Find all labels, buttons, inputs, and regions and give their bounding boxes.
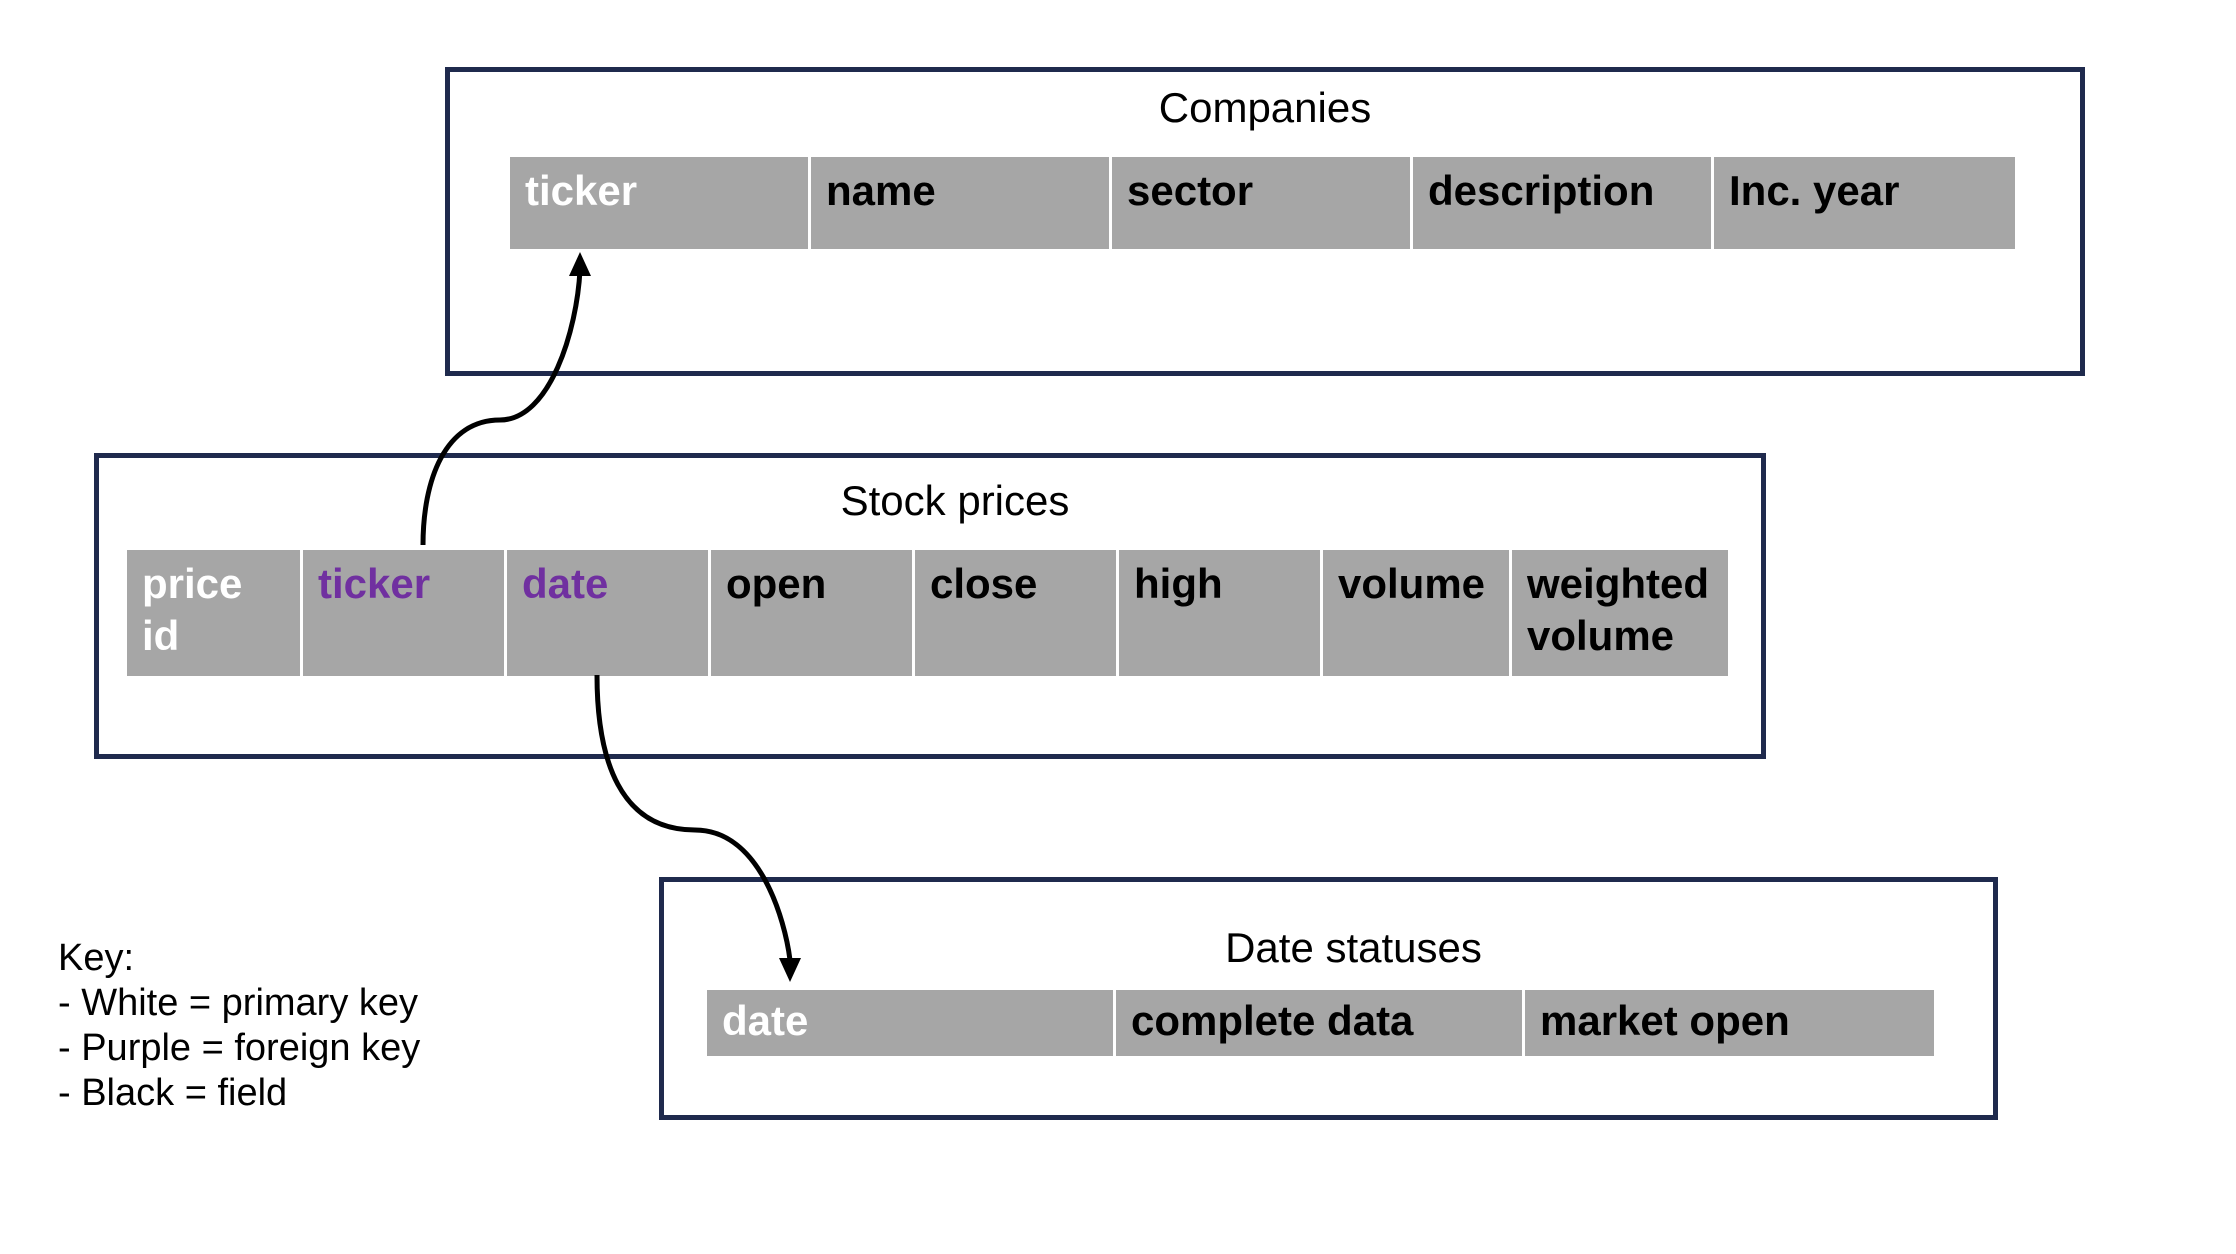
- date-statuses-field-row: date complete data market open: [707, 990, 1934, 1056]
- legend-heading: Key:: [58, 937, 135, 979]
- legend-foreign-key: - Purple = foreign key: [58, 1027, 421, 1069]
- stock-prices-table: Stock prices price id ticker date open c…: [94, 453, 1766, 759]
- arrowhead-down-icon: [779, 958, 801, 982]
- companies-field-row: ticker name sector description Inc. year: [510, 157, 2015, 249]
- stock-prices-field-row: price id ticker date open close high vol…: [127, 550, 1728, 676]
- stock-prices-field-close: close: [915, 550, 1119, 676]
- arrow-ticker-to-companies: [420, 252, 591, 546]
- companies-field-inc-year: Inc. year: [1714, 157, 2015, 249]
- stock-prices-table-title: Stock prices: [840, 477, 1070, 524]
- date-statuses-field-market-open: market open: [1525, 990, 1934, 1056]
- date-statuses-table: Date statuses date complete data market …: [659, 877, 1998, 1120]
- legend-field: - Black = field: [58, 1072, 288, 1114]
- stock-prices-field-high: high: [1119, 550, 1323, 676]
- legend-primary-key: - White = primary key: [58, 982, 419, 1024]
- stock-prices-field-ticker: ticker: [303, 550, 507, 676]
- legend-key: Key: - White = primary key - Purple = fo…: [58, 936, 420, 1116]
- companies-table: Companies ticker name sector description…: [445, 67, 2085, 376]
- companies-field-ticker: ticker: [510, 157, 811, 249]
- stock-prices-field-volume: volume: [1323, 550, 1512, 676]
- date-statuses-field-complete-data: complete data: [1116, 990, 1525, 1056]
- stock-prices-field-date: date: [507, 550, 711, 676]
- stock-prices-field-price-id: price id: [127, 550, 303, 676]
- date-statuses-table-title: Date statuses: [1225, 924, 1482, 971]
- stock-prices-field-open: open: [711, 550, 915, 676]
- companies-field-name: name: [811, 157, 1112, 249]
- companies-table-title: Companies: [1158, 84, 1372, 131]
- arrow-date-to-date-statuses: [594, 674, 801, 982]
- date-statuses-field-date: date: [707, 990, 1116, 1056]
- companies-field-sector: sector: [1112, 157, 1413, 249]
- stock-prices-field-weighted-volume: weighted volume: [1512, 550, 1728, 676]
- companies-field-description: description: [1413, 157, 1714, 249]
- arrowhead-up-icon: [569, 252, 591, 276]
